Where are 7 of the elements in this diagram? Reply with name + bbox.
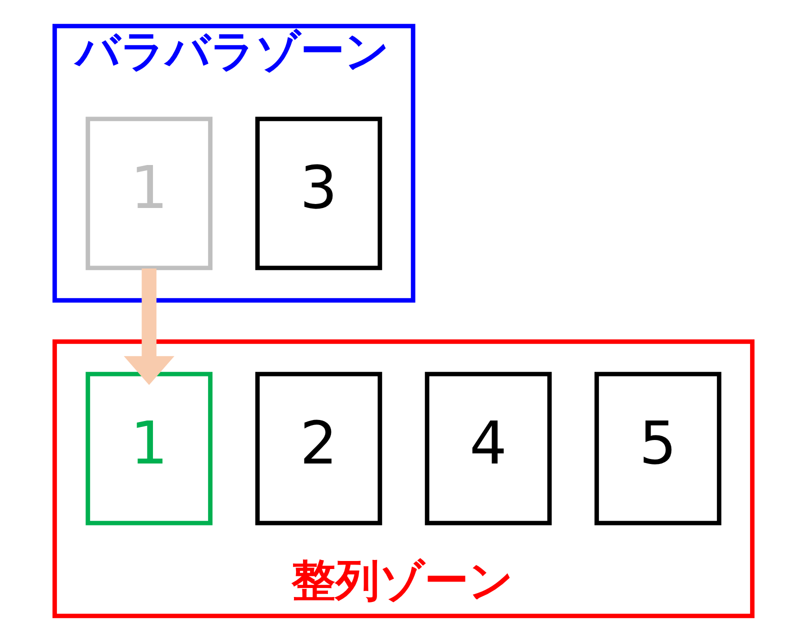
node-box: 1 (85, 116, 212, 270)
arrow (123, 268, 174, 386)
node-box: 4 (424, 372, 552, 526)
node-box: 2 (254, 372, 382, 526)
node-box: 3 (254, 116, 382, 270)
node-box: 5 (594, 372, 721, 526)
node-box: 1 (85, 372, 212, 526)
